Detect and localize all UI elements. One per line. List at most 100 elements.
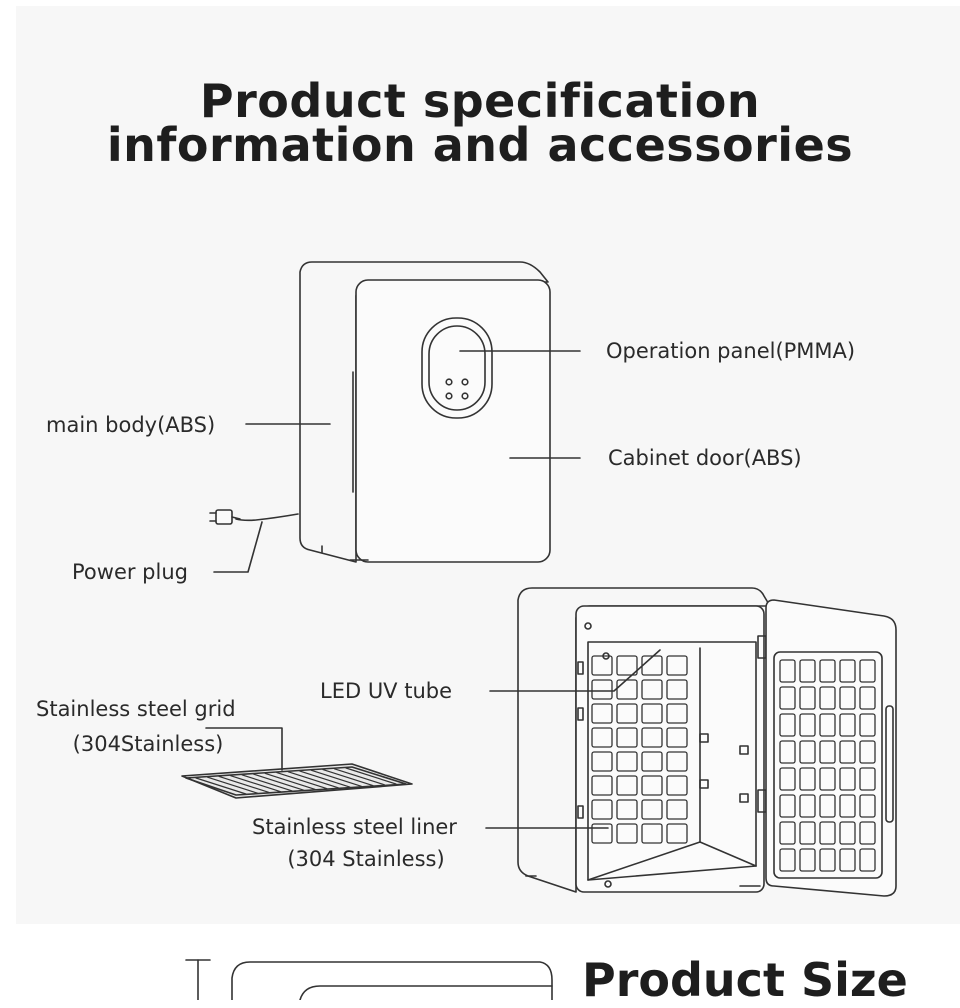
- uv-led-cell: [591, 799, 613, 820]
- grid-rod: [218, 775, 270, 794]
- uv-led-cell: [839, 686, 856, 710]
- uv-led-cell: [859, 686, 876, 710]
- uv-led-cell: [799, 686, 816, 710]
- label-main-body: main body(ABS): [46, 413, 216, 437]
- uv-led-cell: [666, 727, 688, 748]
- label-cabinet-door: Cabinet door(ABS): [608, 446, 802, 470]
- uv-led-cell: [641, 799, 663, 820]
- grid-rod: [230, 775, 282, 793]
- uv-led-cell: [819, 794, 836, 818]
- uv-led-cell: [819, 767, 836, 791]
- uv-led-cell: [799, 740, 816, 764]
- label-liner-material: (304 Stainless): [287, 847, 445, 871]
- uv-led-cell: [779, 848, 796, 872]
- grid-rod: [333, 768, 386, 786]
- uv-led-cell: [839, 740, 856, 764]
- stainless-grid: [181, 763, 413, 799]
- uv-led-cell: [779, 713, 796, 737]
- uv-led-cell: [819, 821, 836, 845]
- uv-led-cell: [839, 767, 856, 791]
- uv-led-cell: [616, 775, 638, 796]
- label-grid-name: Stainless steel grid: [36, 697, 236, 721]
- leader-lines: [205, 350, 661, 829]
- uv-led-cell: [799, 713, 816, 737]
- uv-led-cell: [616, 751, 638, 772]
- uv-led-cell: [591, 727, 613, 748]
- label-led-uv-tube: LED UV tube: [320, 679, 453, 703]
- uv-led-cell: [819, 686, 836, 710]
- uv-led-cell: [616, 727, 638, 748]
- uv-led-cell: [641, 823, 663, 844]
- uv-led-cell: [859, 821, 876, 845]
- uv-led-cell: [859, 713, 876, 737]
- uv-led-cell: [839, 848, 856, 872]
- uv-led-cell: [616, 823, 638, 844]
- closed-cabinet: [209, 261, 551, 563]
- uv-led-cell: [799, 659, 816, 683]
- uv-led-cell: [819, 740, 836, 764]
- uv-led-cell: [591, 655, 613, 676]
- uv-led-cell: [591, 703, 613, 724]
- uv-led-cell: [591, 775, 613, 796]
- uv-led-cell: [641, 775, 663, 796]
- uv-led-cell: [666, 751, 688, 772]
- product-size-title: Product Size: [582, 953, 908, 1007]
- uv-led-cell: [839, 794, 856, 818]
- uv-led-cell: [591, 679, 613, 700]
- uv-led-cell: [839, 713, 856, 737]
- uv-led-cell: [839, 821, 856, 845]
- uv-led-cell: [666, 775, 688, 796]
- uv-led-cell: [591, 823, 613, 844]
- grid-rod: [322, 768, 374, 787]
- grid-rod: [195, 777, 247, 795]
- uv-led-cell: [779, 821, 796, 845]
- grid-rod: [299, 770, 351, 788]
- grid-rod: [206, 776, 259, 794]
- uv-led-cell: [641, 727, 663, 748]
- uv-led-cell: [641, 751, 663, 772]
- label-liner-name: Stainless steel liner: [252, 815, 457, 839]
- grid-rod: [253, 773, 305, 791]
- uv-led-cell: [779, 794, 796, 818]
- uv-led-cell: [819, 659, 836, 683]
- uv-led-cell: [819, 848, 836, 872]
- uv-led-cell: [799, 794, 816, 818]
- uv-led-cell: [641, 679, 663, 700]
- grid-rod: [241, 774, 293, 792]
- uv-led-cell: [779, 686, 796, 710]
- open-cabinet: [517, 587, 897, 897]
- uv-led-cell: [799, 848, 816, 872]
- grid-rod: [276, 772, 328, 790]
- uv-led-cell: [859, 659, 876, 683]
- label-grid-material: (304Stainless): [72, 732, 224, 756]
- uv-led-cell: [641, 703, 663, 724]
- uv-led-cell: [859, 740, 876, 764]
- uv-led-cell: [666, 703, 688, 724]
- uv-led-cell: [666, 655, 688, 676]
- uv-led-cell: [616, 799, 638, 820]
- uv-led-cell: [666, 823, 688, 844]
- uv-led-cell: [859, 767, 876, 791]
- title-line-1: Product specification: [199, 74, 761, 128]
- grid-rod: [264, 772, 316, 790]
- label-operation-panel: Operation panel(PMMA): [606, 339, 856, 363]
- grid-rod: [287, 771, 339, 789]
- grid-rod: [310, 769, 362, 787]
- uv-led-cell: [616, 703, 638, 724]
- uv-led-cell: [859, 848, 876, 872]
- uv-led-cell: [666, 679, 688, 700]
- uv-led-cell: [839, 659, 856, 683]
- uv-led-cell: [616, 655, 638, 676]
- uv-led-cell: [779, 740, 796, 764]
- uv-led-cell: [799, 767, 816, 791]
- uv-led-cell: [799, 821, 816, 845]
- title-line-2: information and accessories: [106, 118, 854, 172]
- uv-led-cell: [819, 713, 836, 737]
- size-section-preview: [185, 959, 553, 1000]
- uv-led-cell: [666, 799, 688, 820]
- label-power-plug: Power plug: [72, 560, 188, 584]
- grid-rod: [345, 767, 397, 785]
- uv-led-cell: [779, 659, 796, 683]
- uv-led-cell: [591, 751, 613, 772]
